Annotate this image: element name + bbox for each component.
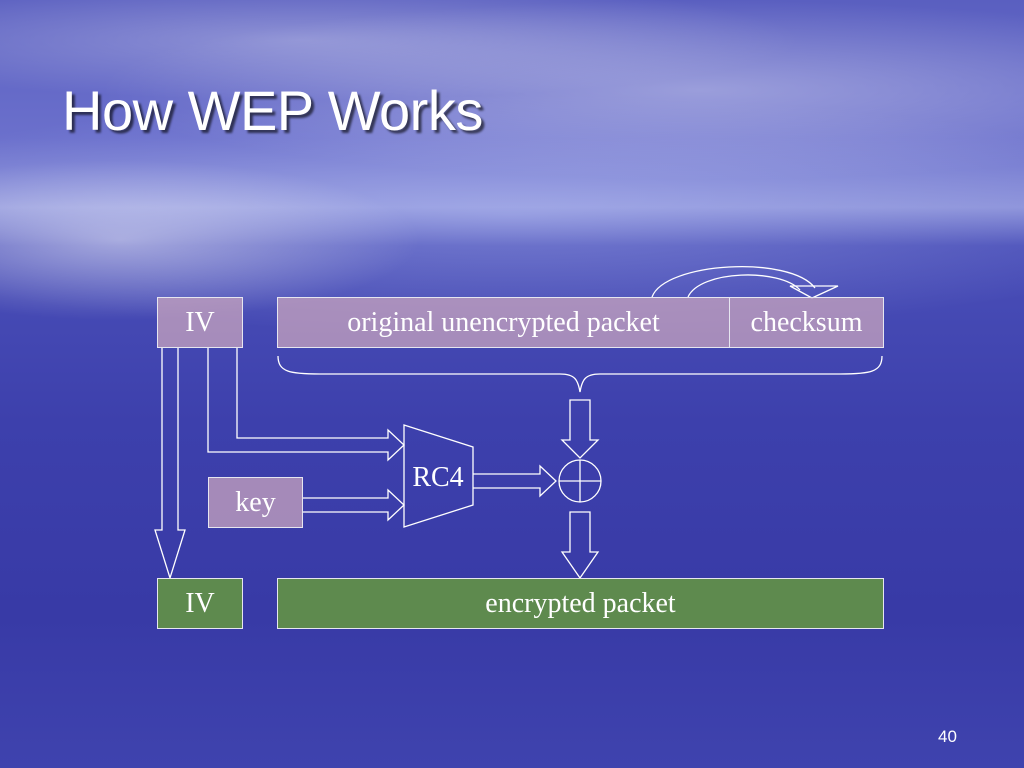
iv-top-box: IV [157,297,243,348]
iv-bottom-box: IV [157,578,243,629]
checksum-curve-arrowhead [789,285,839,299]
xor-down-arrow [560,511,600,580]
key-to-rc4-arrow [303,488,405,522]
slide-title: How WEP Works [62,79,483,142]
key-box: key [208,477,303,528]
packet-brace [277,355,883,393]
rc4-block [403,424,474,528]
encrypted-packet-box: encrypted packet [277,578,884,629]
iv-down-arrow [154,348,186,581]
iv-to-rc4-arrow [207,348,405,462]
page-number: 40 [938,727,957,746]
rc4-output-arrow [473,464,557,498]
original-packet-box: original unencrypted packet [277,297,730,348]
checksum-box: checksum [729,297,884,348]
brace-down-arrow [560,399,600,459]
checksum-curve-arrow [651,266,816,298]
rc4-label: RC4 [412,462,464,493]
